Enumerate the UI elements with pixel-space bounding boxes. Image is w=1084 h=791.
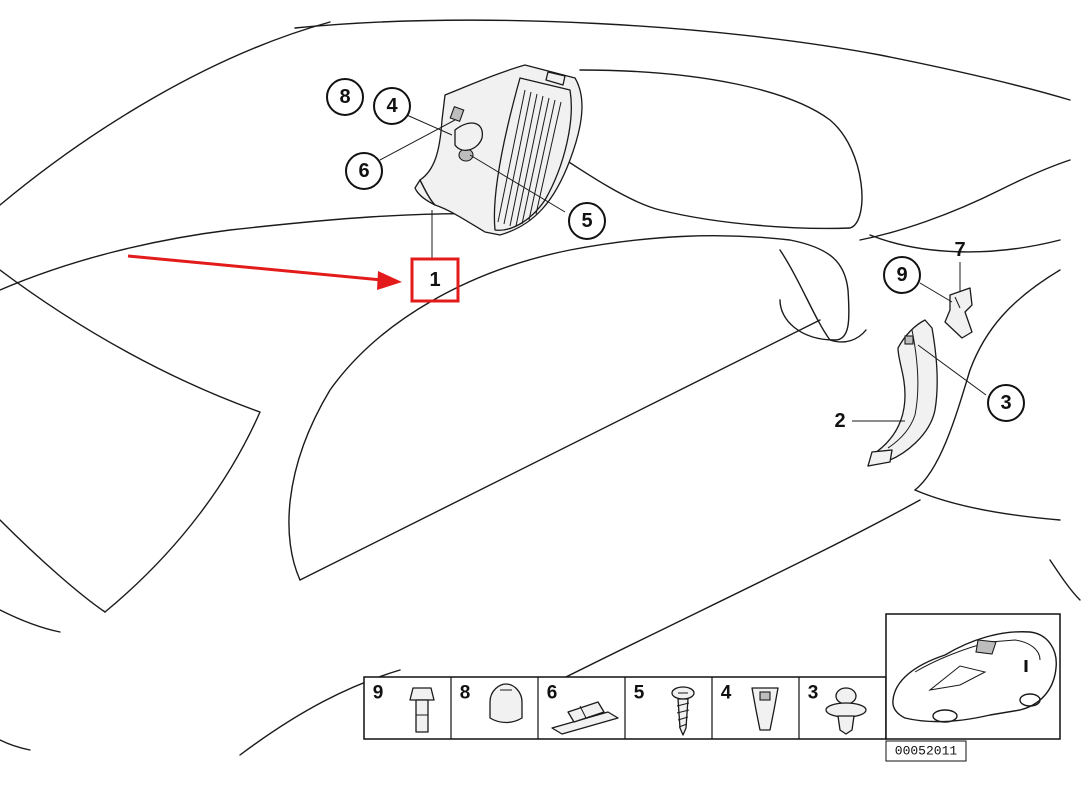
label-1: 1 <box>429 269 440 291</box>
callout-3: 3 <box>987 384 1025 422</box>
callout-4: 4 <box>373 87 411 125</box>
cap-nut-icon <box>489 683 523 724</box>
highlighted-part-1: 1 <box>410 257 460 303</box>
push-clip-icon <box>825 687 867 735</box>
car-body-outline <box>0 19 1081 756</box>
car-thumbnail <box>885 613 1061 740</box>
callout-9-label: 9 <box>896 264 907 286</box>
label-7: 7 <box>954 239 965 261</box>
clip-strip-icon <box>551 701 619 735</box>
fastener-legend: 9 8 6 5 4 <box>363 613 1061 762</box>
highlight-box <box>410 257 460 303</box>
callout-9: 9 <box>883 256 921 294</box>
callout-6: 6 <box>345 152 383 190</box>
leader-lines <box>379 111 987 422</box>
part-1-pillar-trim <box>414 64 583 236</box>
legend-5-label: 5 <box>634 683 645 704</box>
legend-9-label: 9 <box>373 683 384 704</box>
legend-6-label: 6 <box>547 683 558 704</box>
legend-8-label: 8 <box>460 683 471 704</box>
screw-icon <box>671 686 695 736</box>
bolt-icon <box>409 687 435 733</box>
red-pointer-arrow <box>127 254 402 290</box>
spring-nut-icon <box>751 687 779 731</box>
legend-3-label: 3 <box>808 683 819 704</box>
label-2: 2 <box>834 410 845 432</box>
callout-4-label: 4 <box>386 95 398 117</box>
part-7-bracket <box>944 287 973 339</box>
callout-8: 8 <box>326 78 364 116</box>
part-2-b-pillar-trim <box>867 319 938 467</box>
callout-5-label: 5 <box>581 210 592 232</box>
legend-4-label: 4 <box>721 683 732 704</box>
callout-5: 5 <box>568 202 606 240</box>
callout-6-label: 6 <box>358 160 369 182</box>
reference-number: 00052011 <box>895 744 958 759</box>
callout-3-label: 3 <box>1000 392 1011 414</box>
callout-8-label: 8 <box>339 86 350 108</box>
